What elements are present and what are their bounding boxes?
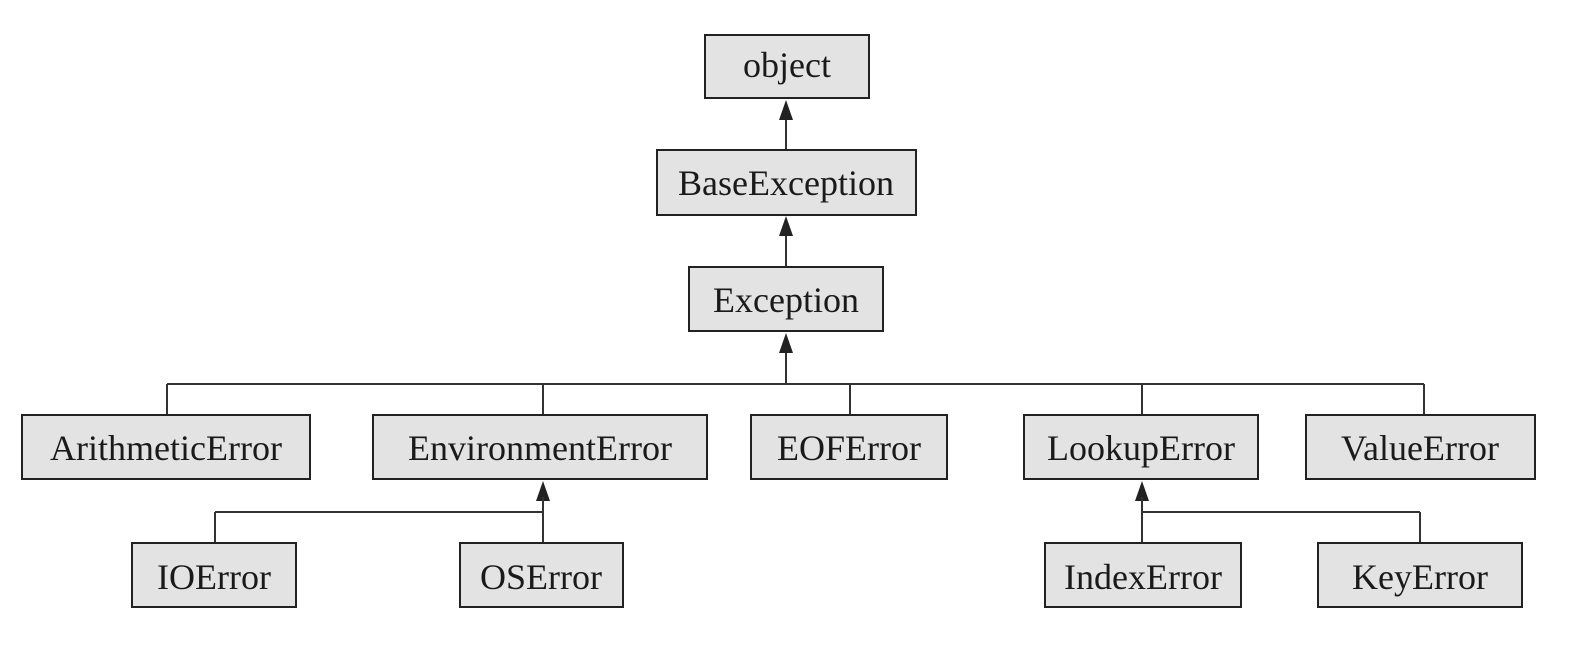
edges — [166, 100, 1425, 543]
node-label-environmenterror: EnvironmentError — [408, 428, 672, 468]
node-oserror: OSError — [459, 542, 624, 608]
node-label-lookuperror: LookupError — [1047, 428, 1235, 468]
node-label-indexerror: IndexError — [1064, 557, 1222, 597]
node-ioerror: IOError — [131, 542, 297, 608]
arrowhead-environmenterror — [536, 481, 550, 501]
node-environmenterror: EnvironmentError — [372, 414, 708, 480]
node-label-valueerror: ValueError — [1341, 428, 1499, 468]
node-label-keyerror: KeyError — [1352, 557, 1488, 597]
node-label-baseexception: BaseException — [678, 163, 894, 203]
node-label-exception: Exception — [713, 280, 859, 320]
node-indexerror: IndexError — [1044, 542, 1242, 608]
node-label-object: object — [743, 45, 831, 85]
node-eoferror: EOFError — [750, 414, 948, 480]
node-lookuperror: LookupError — [1023, 414, 1259, 480]
node-exception: Exception — [688, 266, 884, 332]
node-label-oserror: OSError — [480, 557, 602, 597]
node-label-eoferror: EOFError — [777, 428, 921, 468]
node-label-arithmeticerror: ArithmeticError — [50, 428, 282, 468]
node-keyerror: KeyError — [1317, 542, 1523, 608]
node-arithmeticerror: ArithmeticError — [21, 414, 311, 480]
arrowhead-exception — [779, 333, 793, 353]
node-baseexception: BaseException — [656, 149, 917, 216]
node-label-ioerror: IOError — [157, 557, 271, 597]
arrowhead-baseexception — [779, 216, 793, 236]
arrowhead-object — [779, 100, 793, 120]
arrowhead-lookuperror — [1135, 481, 1149, 501]
node-object: object — [704, 34, 870, 99]
node-valueerror: ValueError — [1305, 414, 1536, 480]
